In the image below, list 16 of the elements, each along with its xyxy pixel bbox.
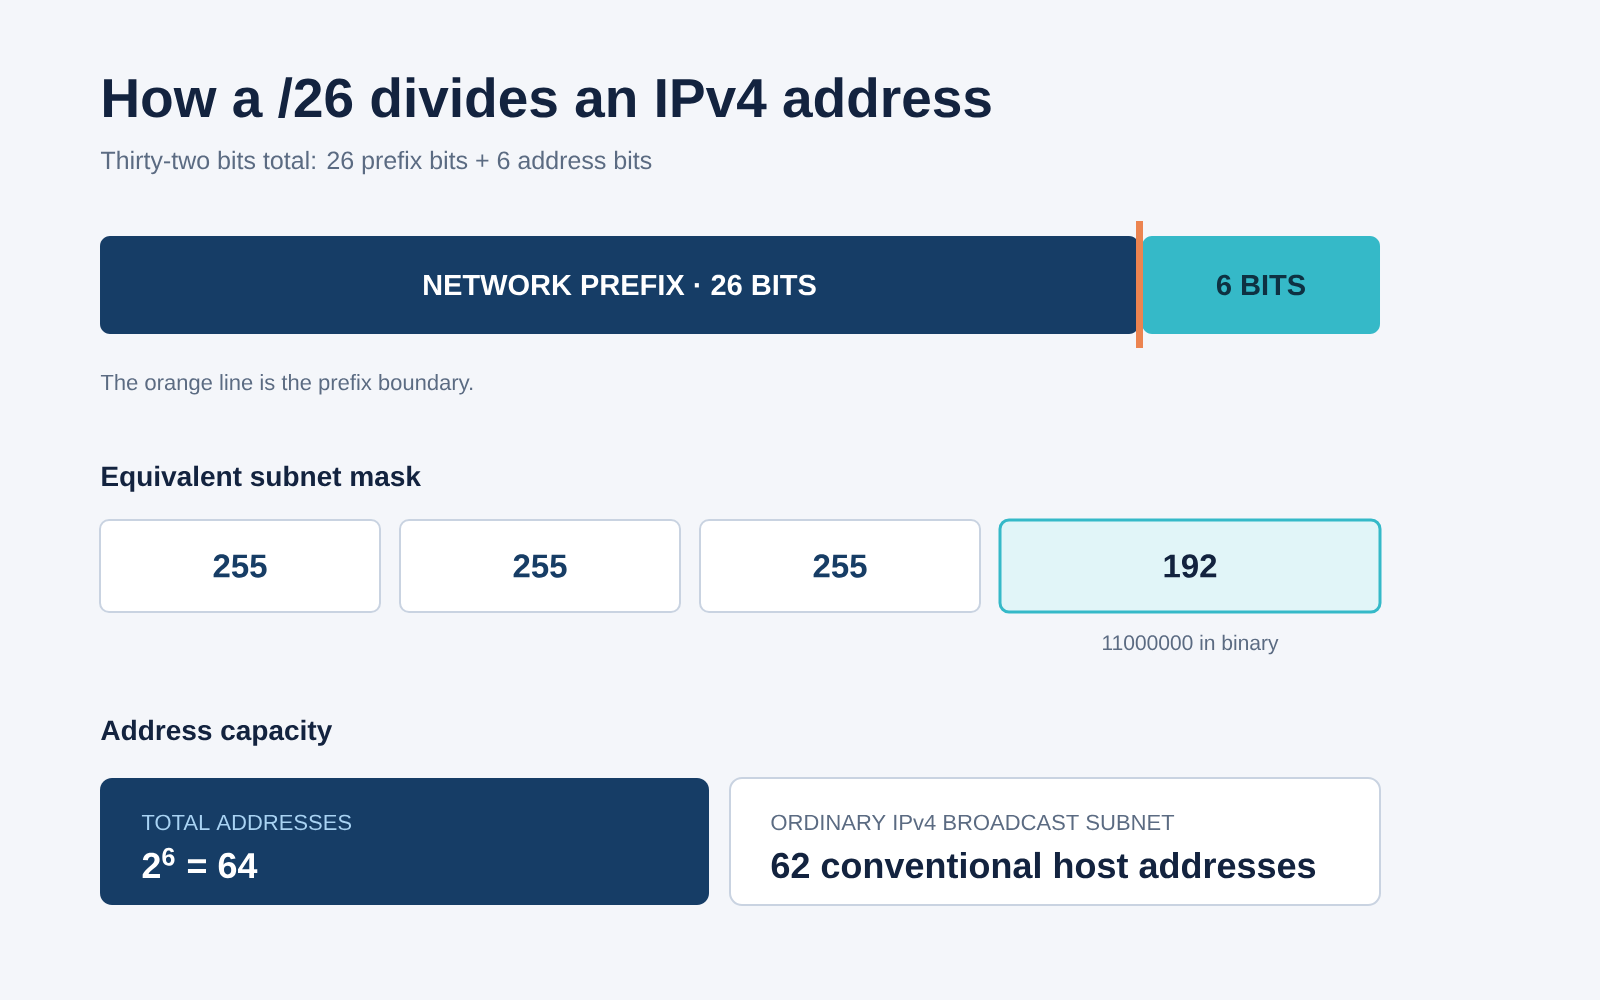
note: The orange line is the prefix boundary.: [100, 374, 473, 395]
card-value: 62 conventional host addresses: [771, 851, 1316, 879]
card-heading: TOTAL ADDRESSES: [141, 814, 352, 831]
card-value: 2$^{6}$ = 64: [142, 847, 258, 879]
card-heading: ORDINARY IPv4 BROADCAST SUBNET: [771, 814, 1175, 831]
octet-box: 255: [699, 519, 981, 613]
octet-box: 192: [998, 518, 1382, 614]
section-heading: Equivalent subnet mask: [102, 465, 421, 492]
subtitle: Thirty-two bits total: 26 prefix bits + 6 address bits: [101, 150, 652, 175]
title: How a /26 divides an IPv4 address: [104, 77, 991, 119]
octet-box: 255: [99, 519, 381, 613]
prefix-bar: NETWORK PREFIX · 26 BITS: [100, 236, 1139, 334]
octet-box: 255: [399, 519, 681, 613]
binary-note: 11000000 in binary: [1103, 634, 1279, 655]
section-heading: Address capacity: [101, 719, 333, 746]
host-bits-bar: 6 BITS: [1142, 236, 1380, 334]
